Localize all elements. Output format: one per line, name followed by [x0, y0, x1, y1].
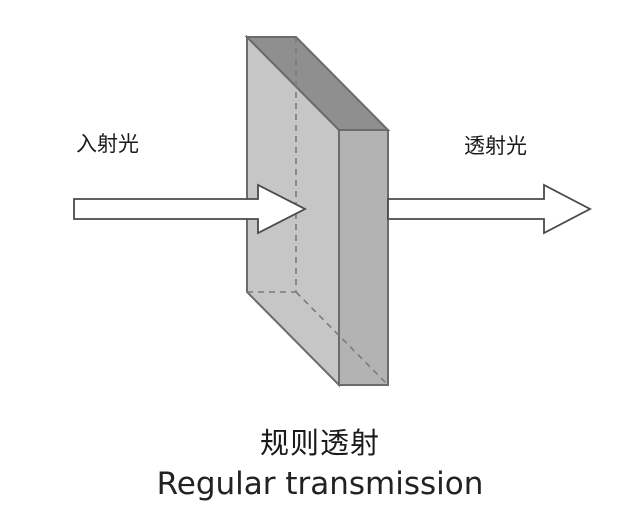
slab-side-face: [338, 129, 389, 386]
incident-light-arrow: [73, 183, 307, 235]
caption-english: Regular transmission: [156, 466, 484, 502]
caption-chinese: 规则透射: [259, 426, 380, 460]
slab-top-face: [244, 36, 391, 131]
slab-hidden-edges: [247, 37, 389, 386]
incident-light-label: 入射光: [76, 132, 139, 156]
transmitted-light-arrow: [387, 183, 592, 235]
transmitted-light-label: 透射光: [464, 134, 527, 158]
